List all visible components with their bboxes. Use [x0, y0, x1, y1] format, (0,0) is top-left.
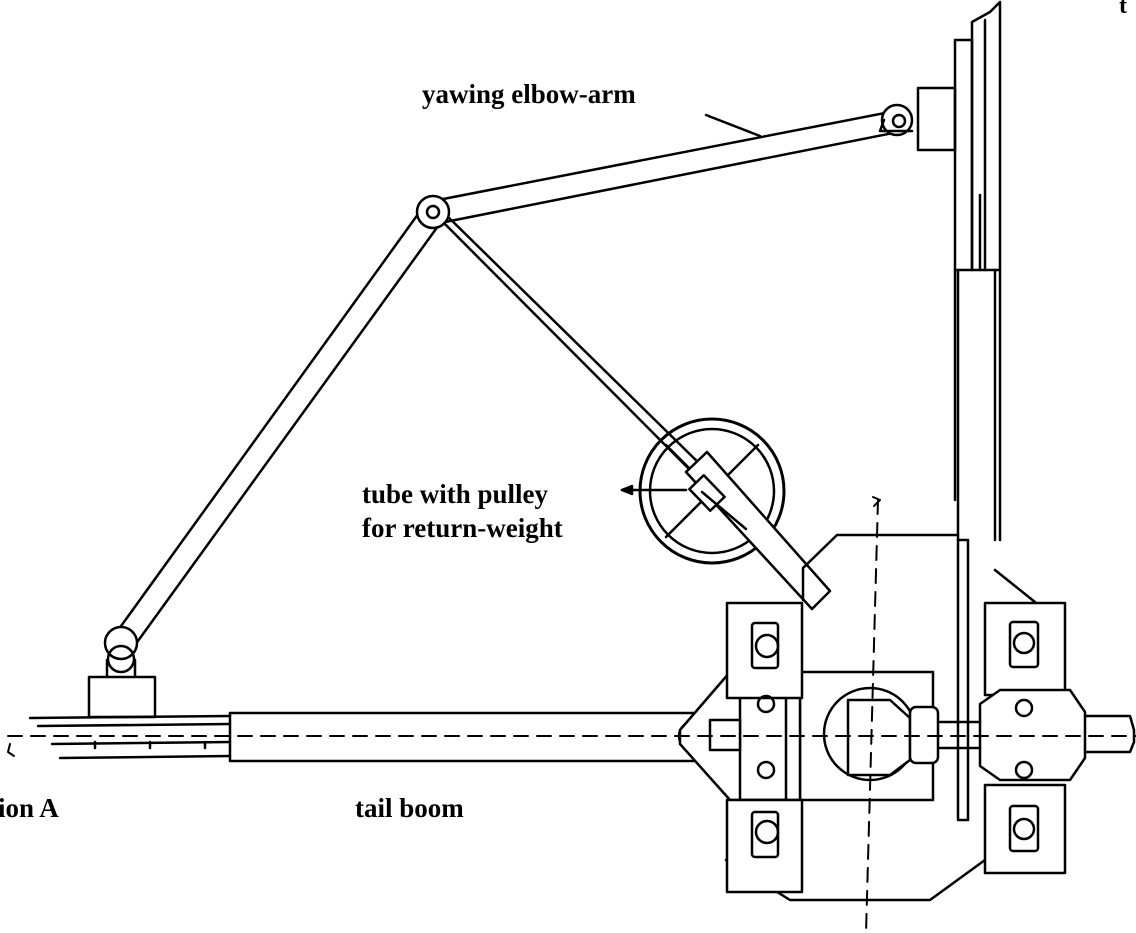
yaw-bearing-housing — [680, 535, 1134, 900]
elbow-arm-leader — [706, 115, 760, 136]
tail-fin-plates — [955, 2, 1000, 540]
label-yawing-elbow-arm: yawing elbow-arm — [422, 79, 636, 109]
label-section-a: ion A — [0, 793, 59, 823]
axis-lines — [8, 500, 1136, 933]
label-corner-fragment: t — [1119, 0, 1127, 19]
tube-pointer-arrow — [622, 486, 686, 494]
section-markers — [8, 497, 880, 756]
elbow-arm-rods — [111, 111, 898, 652]
boom-mount-block — [89, 627, 155, 717]
return-weight-tube — [686, 452, 830, 609]
label-tube-line-2: for return-weight — [362, 513, 563, 543]
label-tail-boom: tail boom — [355, 793, 464, 823]
elbow-joint — [417, 196, 449, 228]
label-tube-line-1: tube with pulley — [362, 479, 549, 509]
fin-mount-block — [880, 88, 955, 150]
